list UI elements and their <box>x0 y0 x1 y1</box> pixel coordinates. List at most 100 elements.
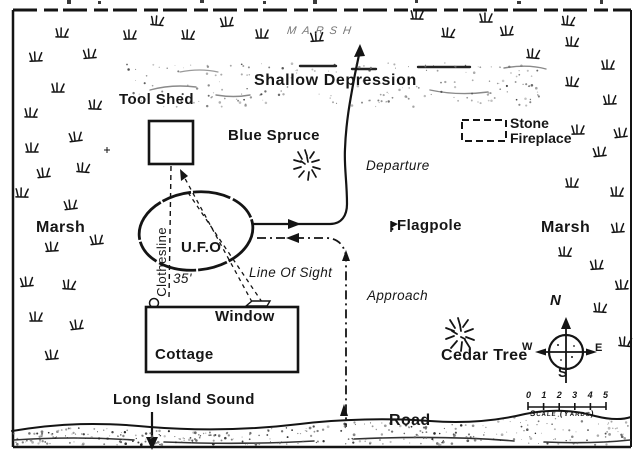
tool-shed-outline <box>147 119 195 166</box>
compass-n-label: N <box>550 292 562 309</box>
grass-icon <box>25 142 39 153</box>
grass-icon <box>479 12 493 23</box>
grass-icon <box>82 48 97 60</box>
scale-tick: 4 <box>587 390 593 400</box>
grass-icon <box>36 167 51 179</box>
cedar-tree-label: Cedar Tree <box>441 347 528 364</box>
grass-icon <box>593 302 608 314</box>
grass-icon <box>565 76 580 88</box>
scale-bar <box>527 402 607 410</box>
grass-icon <box>571 124 585 135</box>
scale-tick: 0 <box>526 390 532 400</box>
stone-fireplace-line1: Stone <box>510 115 549 131</box>
grass-icon <box>614 279 629 291</box>
grass-icon <box>592 146 607 158</box>
shoreline <box>11 409 632 445</box>
departure-path <box>253 44 365 229</box>
grass-icon <box>181 29 196 41</box>
grass-field <box>15 9 633 361</box>
long-island-sound-label: Long Island Sound <box>113 391 255 408</box>
grass-icon <box>28 51 43 63</box>
scale-tick: 5 <box>602 390 608 400</box>
shallow-depression-label: Shallow Depression <box>254 72 417 89</box>
grass-icon <box>589 259 604 271</box>
blue-spruce-icon <box>293 149 321 181</box>
grass-icon <box>15 187 29 198</box>
clothesline-line <box>168 165 172 300</box>
grass-icon <box>19 276 34 288</box>
window-label: Window <box>215 308 275 325</box>
compass-e-label: E <box>595 342 603 354</box>
map-border <box>11 8 632 449</box>
clothesline-label: Clothesline <box>154 226 170 297</box>
tool-shed-label: Tool Shed <box>119 91 194 108</box>
approach-label: Approach <box>367 288 428 303</box>
cedar-tree-icon <box>445 317 475 352</box>
window-mark <box>244 300 272 307</box>
scale-tick-labels: 0 1 2 3 4 5 <box>526 390 608 400</box>
cottage-label: Cottage <box>155 346 214 363</box>
grass-icon <box>309 31 324 43</box>
grass-icon <box>150 15 165 27</box>
grass-icon <box>255 28 269 39</box>
line-of-sight-label: Line Of Sight <box>249 265 333 280</box>
grass-icon <box>69 319 84 331</box>
grass-icon <box>63 199 78 211</box>
scale-tick: 3 <box>572 390 578 400</box>
grass-icon <box>441 27 456 39</box>
sight-line-to-shed <box>180 169 253 303</box>
scale-tick: 2 <box>556 390 562 400</box>
grass-icon <box>89 234 104 246</box>
grass-icon <box>51 82 65 93</box>
compass-w-label: W <box>522 341 533 353</box>
grass-icon <box>565 36 580 48</box>
scale-tick: 1 <box>541 390 547 400</box>
sound-arrow <box>146 412 158 450</box>
stone-fireplace-line2: Fireplace <box>510 130 572 146</box>
grass-icon <box>410 9 424 20</box>
grass-icon <box>601 59 615 70</box>
flagpole-label: Flagpole <box>397 217 462 234</box>
grass-icon <box>62 279 77 291</box>
shore-texture <box>12 415 629 447</box>
marsh-left-label: Marsh <box>36 219 86 236</box>
distance-label: 35' <box>173 271 192 286</box>
plus-mark <box>104 147 110 153</box>
grass-icon <box>613 127 628 139</box>
ufo-label: U.F.O <box>181 239 222 256</box>
scale-caption: Scale (Yards) <box>529 409 596 418</box>
grass-icon <box>76 162 91 174</box>
stone-fireplace-outline <box>461 119 507 142</box>
compass-rose <box>535 317 597 383</box>
grass-icon <box>44 349 59 361</box>
cottage-outline <box>144 300 300 374</box>
grass-icon <box>558 246 572 257</box>
grass-icon <box>618 336 633 348</box>
grass-icon <box>29 311 43 322</box>
grass-icon <box>123 29 137 40</box>
grass-icon <box>24 107 38 118</box>
grass-icon <box>88 99 103 111</box>
grass-icon <box>602 94 617 106</box>
ufo-ellipse <box>137 190 255 272</box>
blue-spruce-label: Blue Spruce <box>228 127 320 144</box>
marsh-top-label: MARSH <box>286 25 358 37</box>
grass-icon <box>499 25 514 37</box>
grass-icon <box>610 186 624 197</box>
grass-icon <box>219 16 234 28</box>
stone-fireplace-label: Stone Fireplace <box>510 116 571 146</box>
depression-dots <box>126 62 540 108</box>
compass-s-label: S <box>558 364 568 380</box>
grass-icon <box>565 177 579 188</box>
line-of-sight-line <box>186 190 263 303</box>
grass-icon <box>610 222 625 234</box>
grass-icon <box>526 48 541 60</box>
approach-path <box>257 233 350 427</box>
departure-label: Departure <box>366 158 430 173</box>
road-label: Road <box>389 412 431 429</box>
marsh-right-label: Marsh <box>541 219 591 236</box>
grass-icon <box>68 131 83 143</box>
flag-icon <box>390 221 398 232</box>
